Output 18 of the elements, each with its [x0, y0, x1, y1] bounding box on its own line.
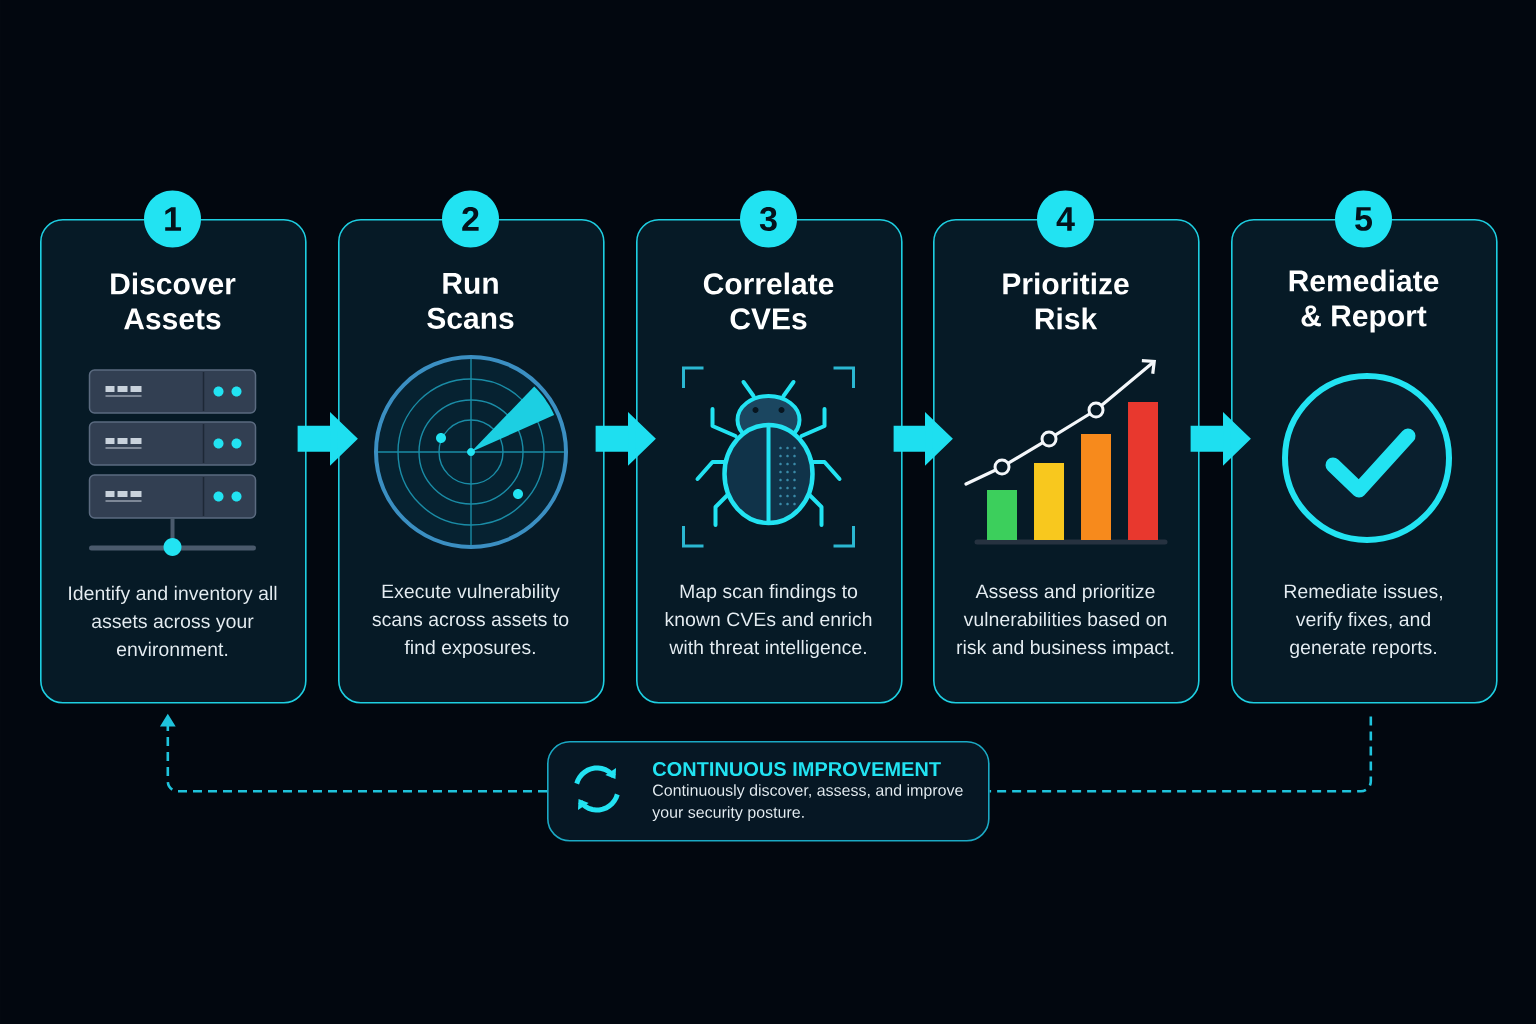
step-description: Remediate issues, verify fixes, and generate reports. [1284, 583, 1442, 659]
step-description: Map scan findings to known CVEs and enrich with threat intelligence. [665, 583, 872, 659]
dashed-line [989, 716, 1373, 793]
step-title: Run Scans [427, 273, 514, 329]
step-title: Discover Assets [111, 272, 236, 330]
number-badge: 3 [740, 190, 797, 248]
panel-title: CONTINUOUS IMPROVEMENT [653, 761, 941, 777]
step-description: Assess and prioritize vulnerabilities based on risk and business impact. [957, 583, 1174, 659]
number-badge: 4 [1037, 190, 1094, 248]
number-badge: 1 [144, 190, 201, 248]
step-title: Prioritize Risk [1003, 272, 1129, 330]
step-title: Remediate & Report [1289, 269, 1439, 333]
step-title: Correlate CVEs [703, 272, 834, 330]
panel-text: Continuously discover, assess, and improve your security posture. [652, 784, 963, 822]
step-description: Execute vulnerability scans across assets to find exposures. [372, 583, 569, 659]
number-badge: 5 [1335, 190, 1392, 248]
number-badge: 2 [442, 190, 499, 248]
step-description: Identify and inventory all assets across your environment. [69, 585, 277, 657]
